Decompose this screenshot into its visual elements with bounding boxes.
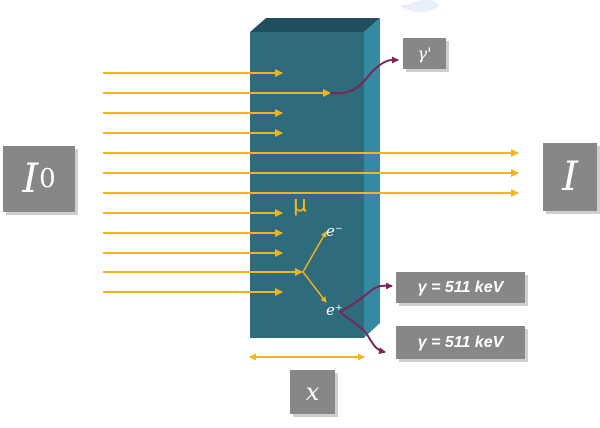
- annihilation-gamma-label-1: γ = 511 keV: [417, 278, 504, 296]
- transmitted-intensity-box: I: [543, 143, 597, 211]
- slab-top-face: [250, 18, 380, 32]
- incident-intensity-label: I: [22, 156, 39, 202]
- scattered-gamma-box: γ': [403, 38, 446, 69]
- thickness-label: x: [305, 378, 320, 406]
- compton-scatter-path: [329, 56, 399, 95]
- incident-intensity-subscript: 0: [39, 164, 56, 194]
- attenuation-coefficient-label: μ: [293, 192, 307, 217]
- thickness-box: x: [290, 370, 335, 414]
- annihilation-gamma-box-1: γ = 511 keV: [396, 272, 525, 303]
- positron-label: e⁺: [326, 301, 343, 319]
- slab-side-face: [364, 18, 380, 338]
- positron-track: [302, 271, 327, 303]
- incident-beam: [103, 69, 519, 296]
- slab-front-face: [250, 32, 364, 338]
- annihilation-path-1: [339, 282, 393, 313]
- electron-label: e⁻: [326, 222, 343, 240]
- electron-track: [302, 231, 327, 273]
- annihilation-path-2: [339, 311, 386, 355]
- scattered-gamma-label: γ': [417, 44, 432, 63]
- background-decoration: [400, 0, 440, 12]
- transmitted-intensity-label: I: [562, 154, 578, 200]
- annihilation-gamma-label-2: γ = 511 keV: [417, 333, 504, 351]
- absorber-slab: [250, 18, 380, 338]
- annihilation-gamma-box-2: γ = 511 keV: [396, 326, 525, 359]
